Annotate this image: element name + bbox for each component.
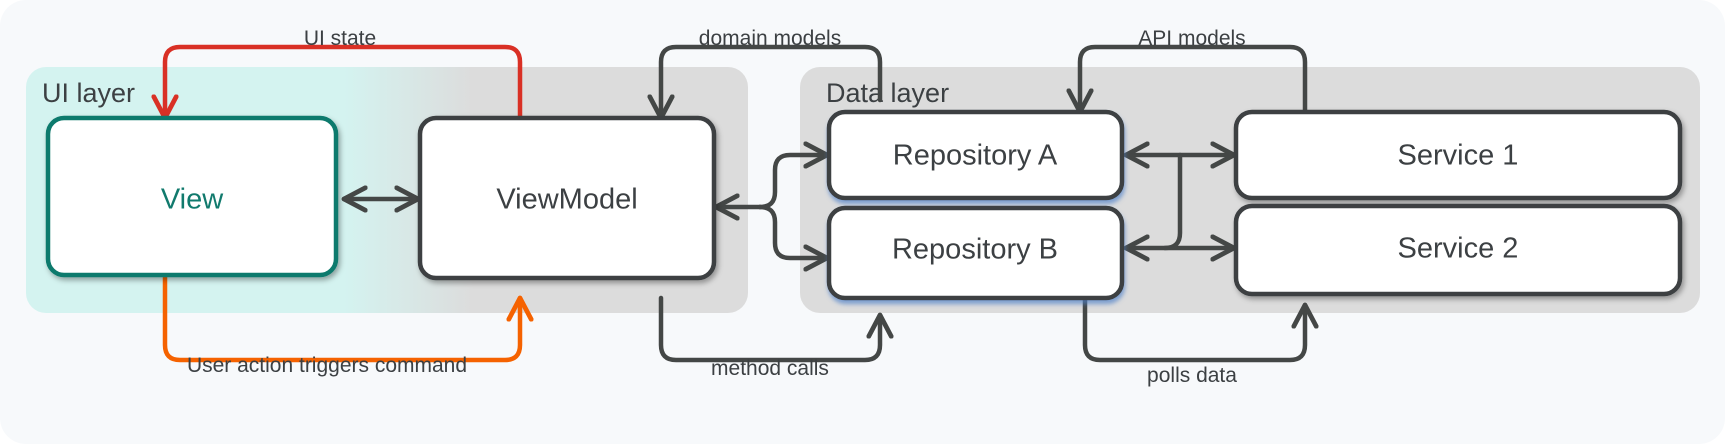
repository-a-box[interactable] xyxy=(826,109,1125,201)
edge-api-models xyxy=(1080,44,1308,121)
edge-branch-to-repo-b xyxy=(757,204,827,258)
service-1-box[interactable] xyxy=(1233,109,1683,201)
edge-domain-models xyxy=(661,44,883,118)
edge-service-bus-link xyxy=(1162,152,1183,251)
edge-labels: UI state domain models API models User a… xyxy=(187,27,1246,387)
node-viewmodel[interactable]: ViewModel xyxy=(417,115,717,281)
viewmodel-label: ViewModel xyxy=(496,184,637,216)
node-service-1[interactable]: Service 1 xyxy=(1233,109,1683,201)
view-box[interactable] xyxy=(45,115,339,278)
edge-label-method-calls: method calls xyxy=(711,357,829,380)
edge-label-polls-data: polls data xyxy=(1147,364,1237,387)
ui-layer-label: UI layer xyxy=(42,78,135,108)
edge-ui-state xyxy=(165,44,523,135)
viewmodel-box[interactable] xyxy=(417,115,717,281)
node-repository-a[interactable]: Repository A xyxy=(826,109,1125,201)
service-2-box[interactable] xyxy=(1233,203,1683,297)
repository-a-label: Repository A xyxy=(893,140,1058,172)
edge-label-ui-state: UI state xyxy=(304,27,376,50)
edge-branch-to-repo-a xyxy=(757,155,827,210)
edge-polls-data xyxy=(1082,295,1305,363)
repository-b-box[interactable] xyxy=(826,205,1125,301)
edge-label-user-action: User action triggers command xyxy=(187,354,467,377)
view-label: View xyxy=(161,184,224,216)
service-2-label: Service 2 xyxy=(1398,233,1519,265)
node-repository-b[interactable]: Repository B xyxy=(826,205,1125,301)
service-1-label: Service 1 xyxy=(1398,140,1519,172)
node-service-2[interactable]: Service 2 xyxy=(1233,203,1683,297)
edge-label-domain-models: domain models xyxy=(699,27,841,50)
edge-user-action xyxy=(162,272,520,363)
node-view[interactable]: View xyxy=(45,115,339,278)
nodes: View ViewModel Repository A Repository B… xyxy=(45,109,1683,301)
connectors xyxy=(162,44,1308,363)
edge-label-api-models: API models xyxy=(1138,27,1245,50)
edge-method-calls xyxy=(658,295,880,363)
repository-b-label: Repository B xyxy=(892,234,1058,266)
data-layer-label: Data layer xyxy=(826,78,949,108)
